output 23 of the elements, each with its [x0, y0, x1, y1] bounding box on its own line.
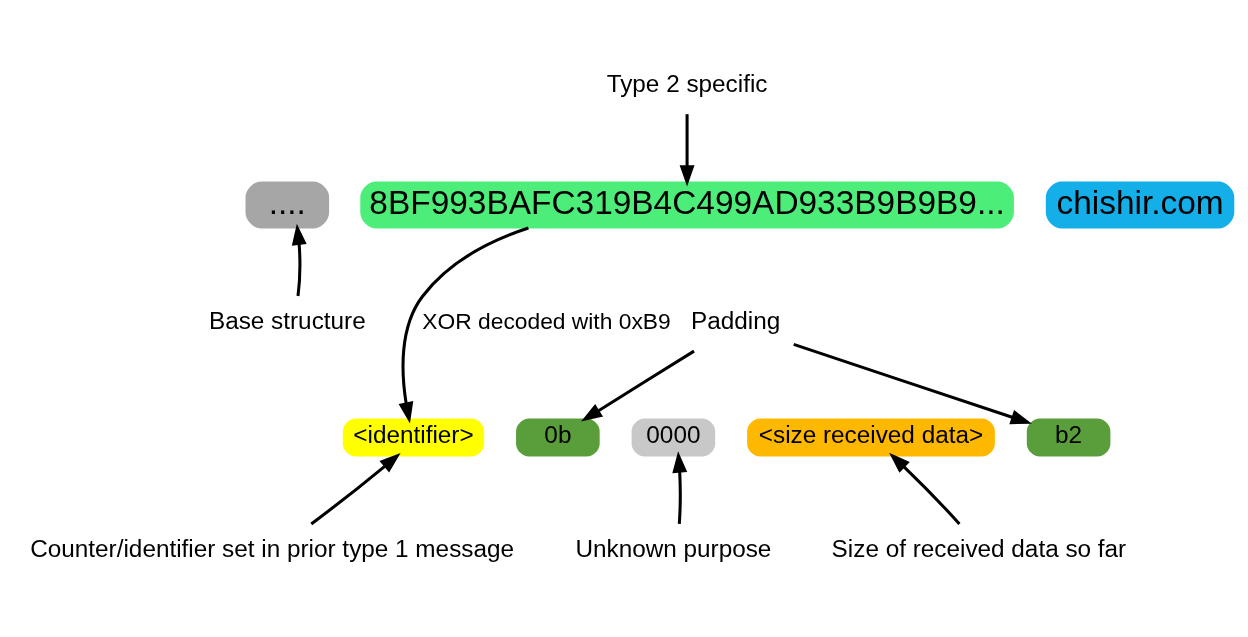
arrow: [310, 452, 401, 525]
node-box: b2: [1026, 418, 1111, 457]
node-box: <size received data>: [747, 418, 995, 457]
edge-label: XOR decoded with 0xB9: [422, 307, 671, 334]
arrow: [581, 349, 695, 422]
node-box: ....: [245, 180, 330, 229]
node-box: chishir.com: [1045, 180, 1235, 229]
node-box: 0000: [631, 418, 716, 457]
node-text: Unknown purpose: [575, 534, 772, 562]
arrow: [889, 452, 961, 525]
node-box: 0b: [516, 418, 600, 457]
node-text: Size of received data so far: [831, 534, 1127, 562]
arrow: [679, 113, 695, 187]
node-box: <identifier>: [342, 418, 485, 457]
node-text: Type 2 specific: [606, 69, 768, 97]
node-text: Base structure: [208, 306, 366, 334]
arrow: [672, 450, 688, 524]
node-text: Padding: [691, 306, 781, 334]
arrow: [793, 342, 1032, 424]
arrow: [398, 226, 529, 423]
node-text: Counter/identifier set in prior type 1 message: [30, 534, 515, 562]
arrow: [291, 223, 307, 296]
node-box: 8BF993BAFC319B4C499AD933B9B9B9...: [360, 180, 1014, 229]
